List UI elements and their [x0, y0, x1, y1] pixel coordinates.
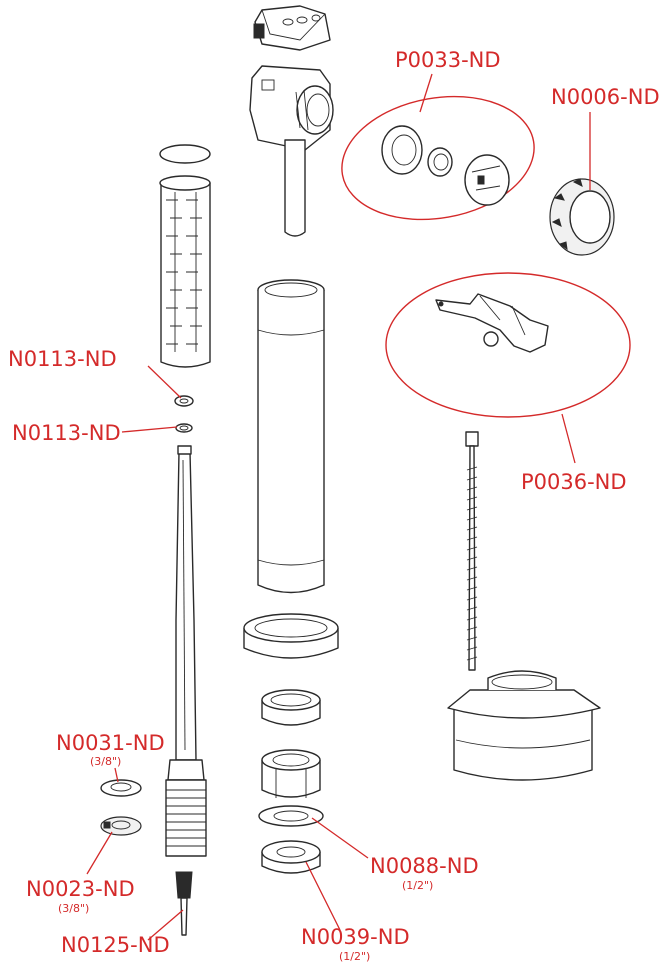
- label-n0088-size: (1/2"): [402, 879, 433, 892]
- leader-n0113-b: [121, 426, 178, 433]
- leader-n0125: [147, 909, 184, 941]
- p0033-group-outline: [341, 95, 535, 221]
- n0023-gasket: [100, 816, 142, 836]
- leader-p0033: [419, 73, 433, 113]
- label-n0023: N0023-ND: [26, 877, 135, 901]
- float-cup: [447, 670, 601, 781]
- filter-cylinder: [159, 175, 211, 368]
- p0033-diaphragm-parts: [381, 125, 510, 206]
- label-n0006: N0006-ND: [551, 85, 660, 109]
- leader-n0113-a: [147, 365, 182, 399]
- o-ring-small-upper: [174, 395, 194, 407]
- n0039-hex-nut: [261, 840, 321, 874]
- n0088-washer: [258, 805, 324, 827]
- outer-tube: [257, 279, 325, 594]
- hex-nut-upper: [261, 749, 321, 798]
- p0036-float-lever: [435, 293, 549, 353]
- label-n0023-size: (3/8"): [58, 902, 89, 915]
- label-p0036: P0036-ND: [521, 470, 627, 494]
- label-n0113-a: N0113-ND: [8, 347, 117, 371]
- valve-cap: [253, 5, 331, 51]
- label-n0031-size: (3/8"): [90, 755, 121, 768]
- p0036-group-outline: [385, 272, 631, 418]
- leader-n0031: [114, 767, 119, 783]
- leader-n0039: [305, 861, 341, 931]
- label-p0033: P0033-ND: [395, 48, 501, 72]
- label-n0125: N0125-ND: [61, 933, 170, 957]
- n0125-needle: [175, 871, 193, 936]
- label-n0039: N0039-ND: [301, 925, 410, 949]
- leader-p0036: [561, 413, 576, 464]
- n0006-knurled-nut: [549, 178, 615, 256]
- leader-n0023: [86, 831, 113, 875]
- label-n0039-size: (1/2"): [339, 950, 370, 963]
- valve-stem: [165, 445, 207, 857]
- valve-body: [249, 65, 334, 237]
- leader-n0088: [311, 817, 369, 859]
- filter-ring: [159, 144, 211, 164]
- adjustment-rod: [465, 431, 479, 671]
- label-n0113-b: N0113-ND: [12, 421, 121, 445]
- o-ring-small-lower: [175, 423, 193, 433]
- n0031-washer: [100, 779, 142, 797]
- locking-ring: [243, 613, 339, 659]
- adapter-ring: [261, 689, 321, 726]
- label-n0088: N0088-ND: [370, 854, 479, 878]
- label-n0031: N0031-ND: [56, 731, 165, 755]
